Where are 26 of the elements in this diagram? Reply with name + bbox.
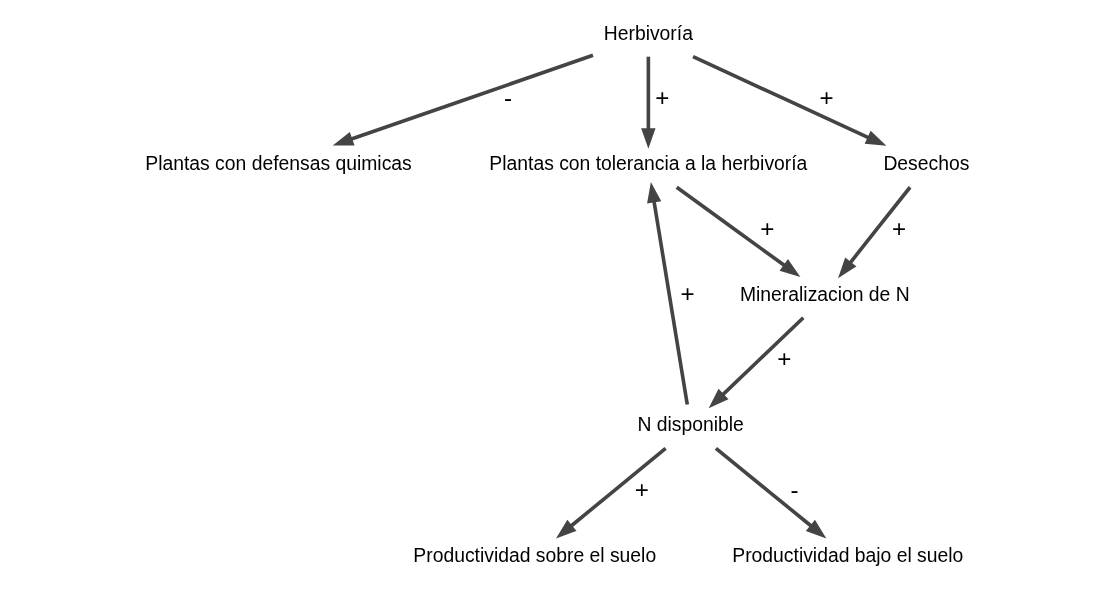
- node-text: Plantas con tolerancia a la herbivoría: [488, 153, 807, 175]
- edge-label: +: [654, 84, 669, 112]
- arrow: [646, 181, 689, 405]
- arrow: [714, 446, 826, 539]
- arrow: [675, 185, 800, 278]
- edge-label: +: [634, 475, 649, 503]
- edge-label: -: [790, 475, 799, 503]
- node-text: Herbivoría: [603, 22, 693, 44]
- arrow: [708, 316, 805, 409]
- edge-label: +: [759, 214, 774, 242]
- arrow: [691, 55, 886, 146]
- node-text: N disponible: [636, 414, 744, 436]
- node-text: Productividad bajo el suelo: [731, 544, 963, 566]
- arrow: [837, 186, 911, 279]
- arrow: [555, 446, 667, 539]
- node-text: Desechos: [882, 153, 969, 175]
- edge-label: +: [819, 84, 834, 112]
- node-text: Productividad sobre el suelo: [412, 544, 656, 566]
- edge-label: +: [891, 214, 906, 242]
- edge-label: +: [776, 345, 791, 373]
- node-text: Plantas con defensas quimicas: [144, 153, 412, 175]
- arrow: [332, 53, 594, 146]
- arrow: [640, 56, 656, 149]
- node-text: Mineralizacion de N: [739, 283, 910, 305]
- edge-label: +: [680, 280, 695, 308]
- edge-label: -: [503, 84, 512, 112]
